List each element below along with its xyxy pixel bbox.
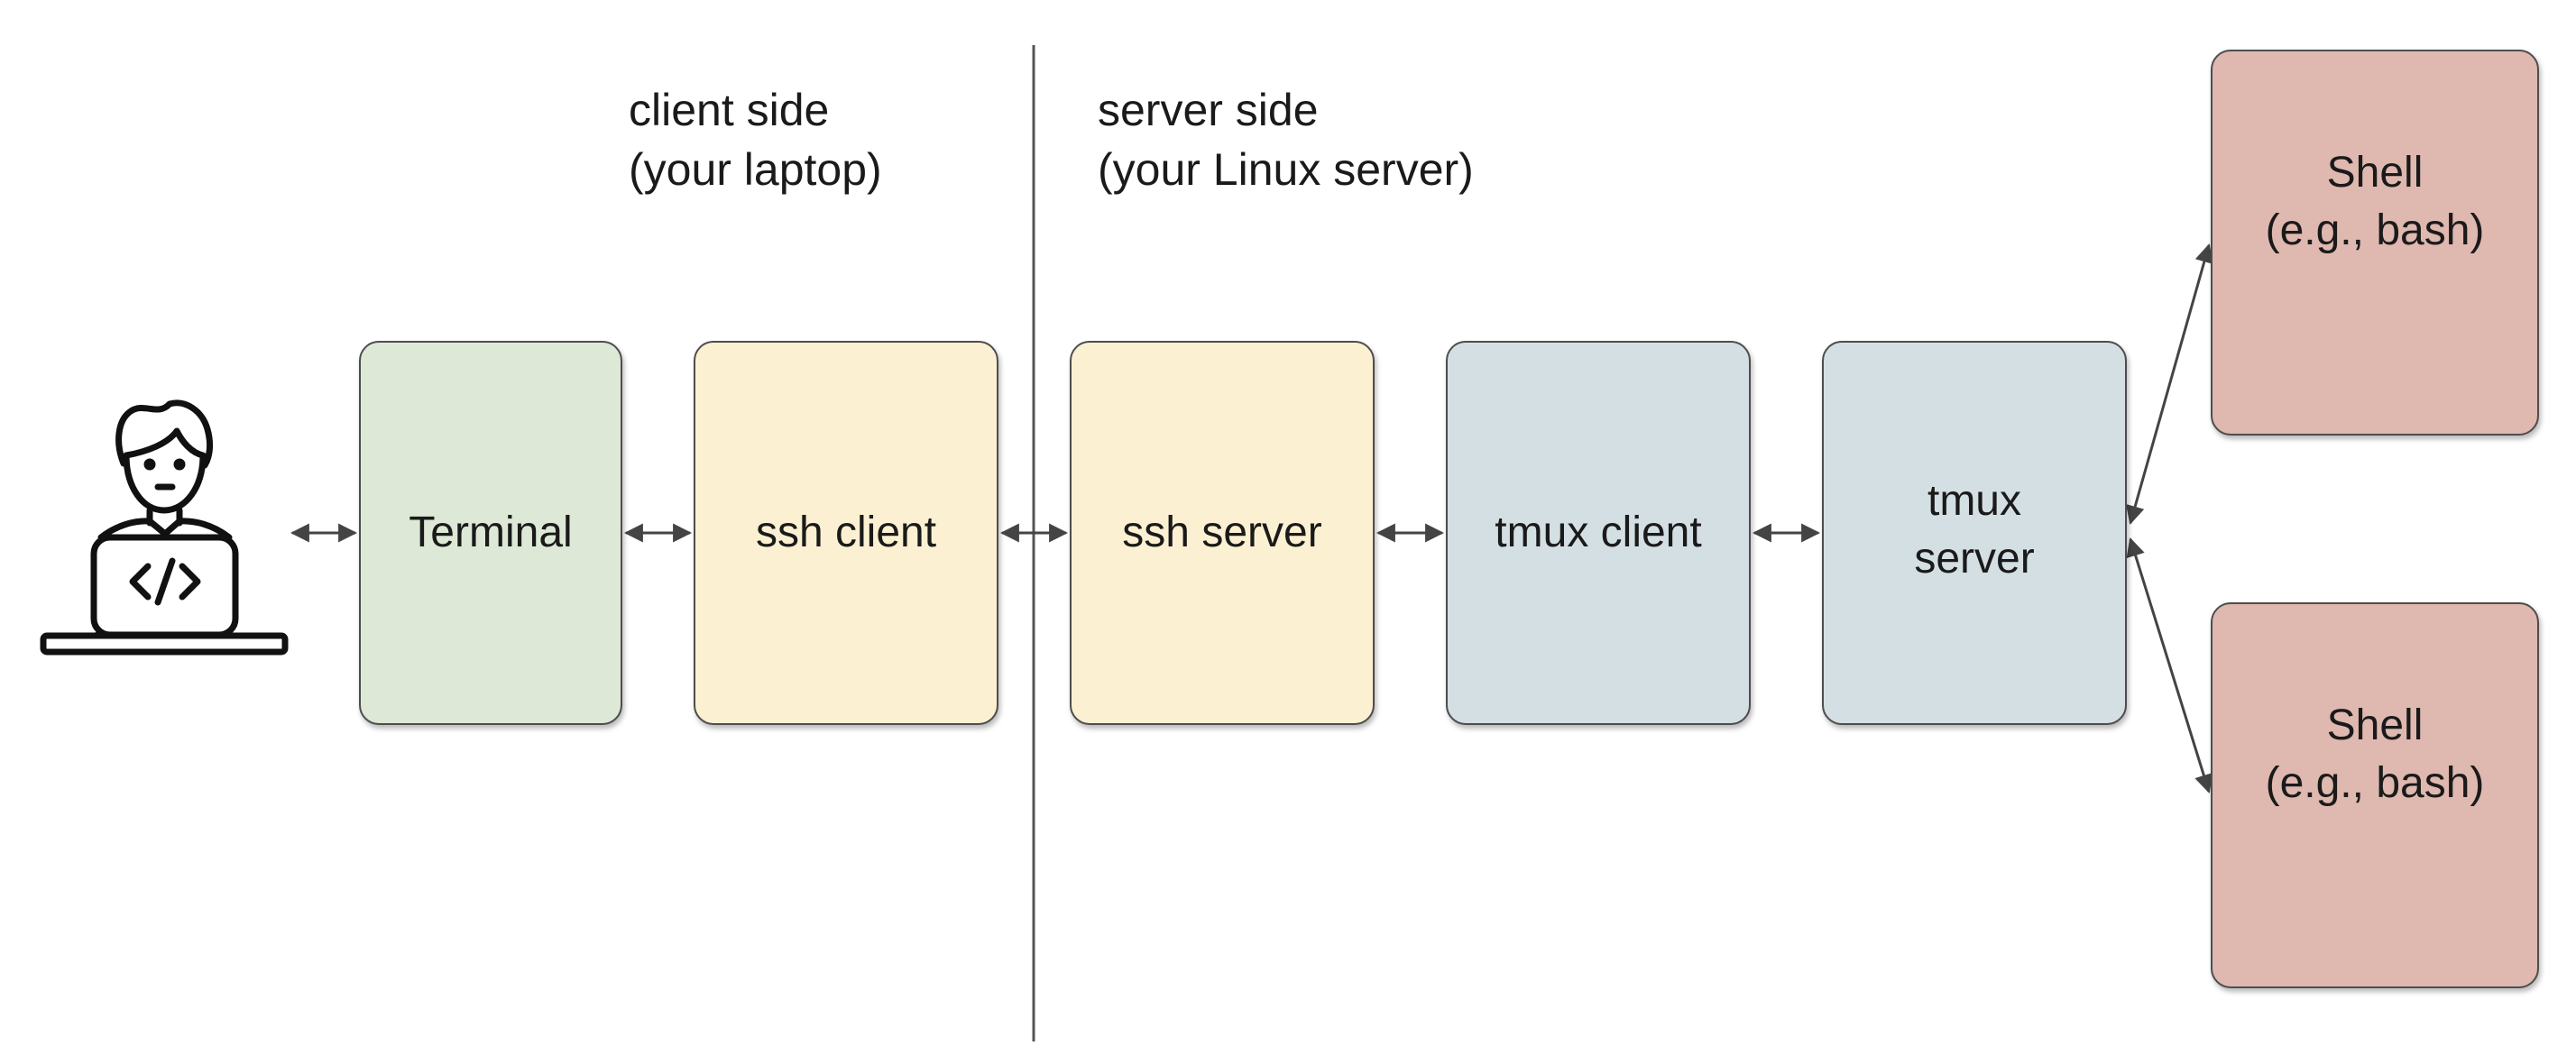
connector-tmux-server-shell-1	[2126, 243, 2213, 526]
ssh-server-box: ssh server	[1070, 341, 1375, 725]
server-side-title: server side	[1098, 85, 1319, 135]
shell-box-1: Shell (e.g., bash)	[2211, 50, 2539, 436]
connector-tmux-server-shell-2	[2126, 537, 2213, 794]
connectors	[290, 243, 2213, 794]
shell-1-label-line1: Shell	[2326, 149, 2424, 197]
client-side-title: client side	[629, 85, 830, 135]
ssh-client-label: ssh client	[755, 509, 937, 556]
tmux-client-label: tmux client	[1495, 509, 1702, 556]
server-side-subtitle: (your Linux server)	[1098, 144, 1474, 195]
server-side-label: server side (your Linux server)	[1098, 80, 1474, 199]
terminal-box: Terminal	[359, 341, 622, 725]
client-side-label: client side (your laptop)	[629, 80, 882, 199]
tmux-server-label-line1: tmux	[1927, 477, 2021, 525]
ssh-client-box: ssh client	[694, 341, 998, 725]
shell-1-label-line2: (e.g., bash)	[2265, 206, 2485, 254]
developer-at-laptop-icon	[40, 399, 289, 656]
shell-2-label-line2: (e.g., bash)	[2265, 759, 2485, 807]
ssh-server-label: ssh server	[1122, 509, 1322, 556]
tmux-client-box: tmux client	[1446, 341, 1751, 725]
tmux-server-box: tmux server	[1822, 341, 2127, 725]
client-side-subtitle: (your laptop)	[629, 144, 882, 195]
shell-2-label-line1: Shell	[2326, 702, 2424, 749]
shell-box-2: Shell (e.g., bash)	[2211, 602, 2539, 988]
terminal-label: Terminal	[409, 509, 573, 556]
tmux-server-label-line2: server	[1914, 535, 2035, 582]
